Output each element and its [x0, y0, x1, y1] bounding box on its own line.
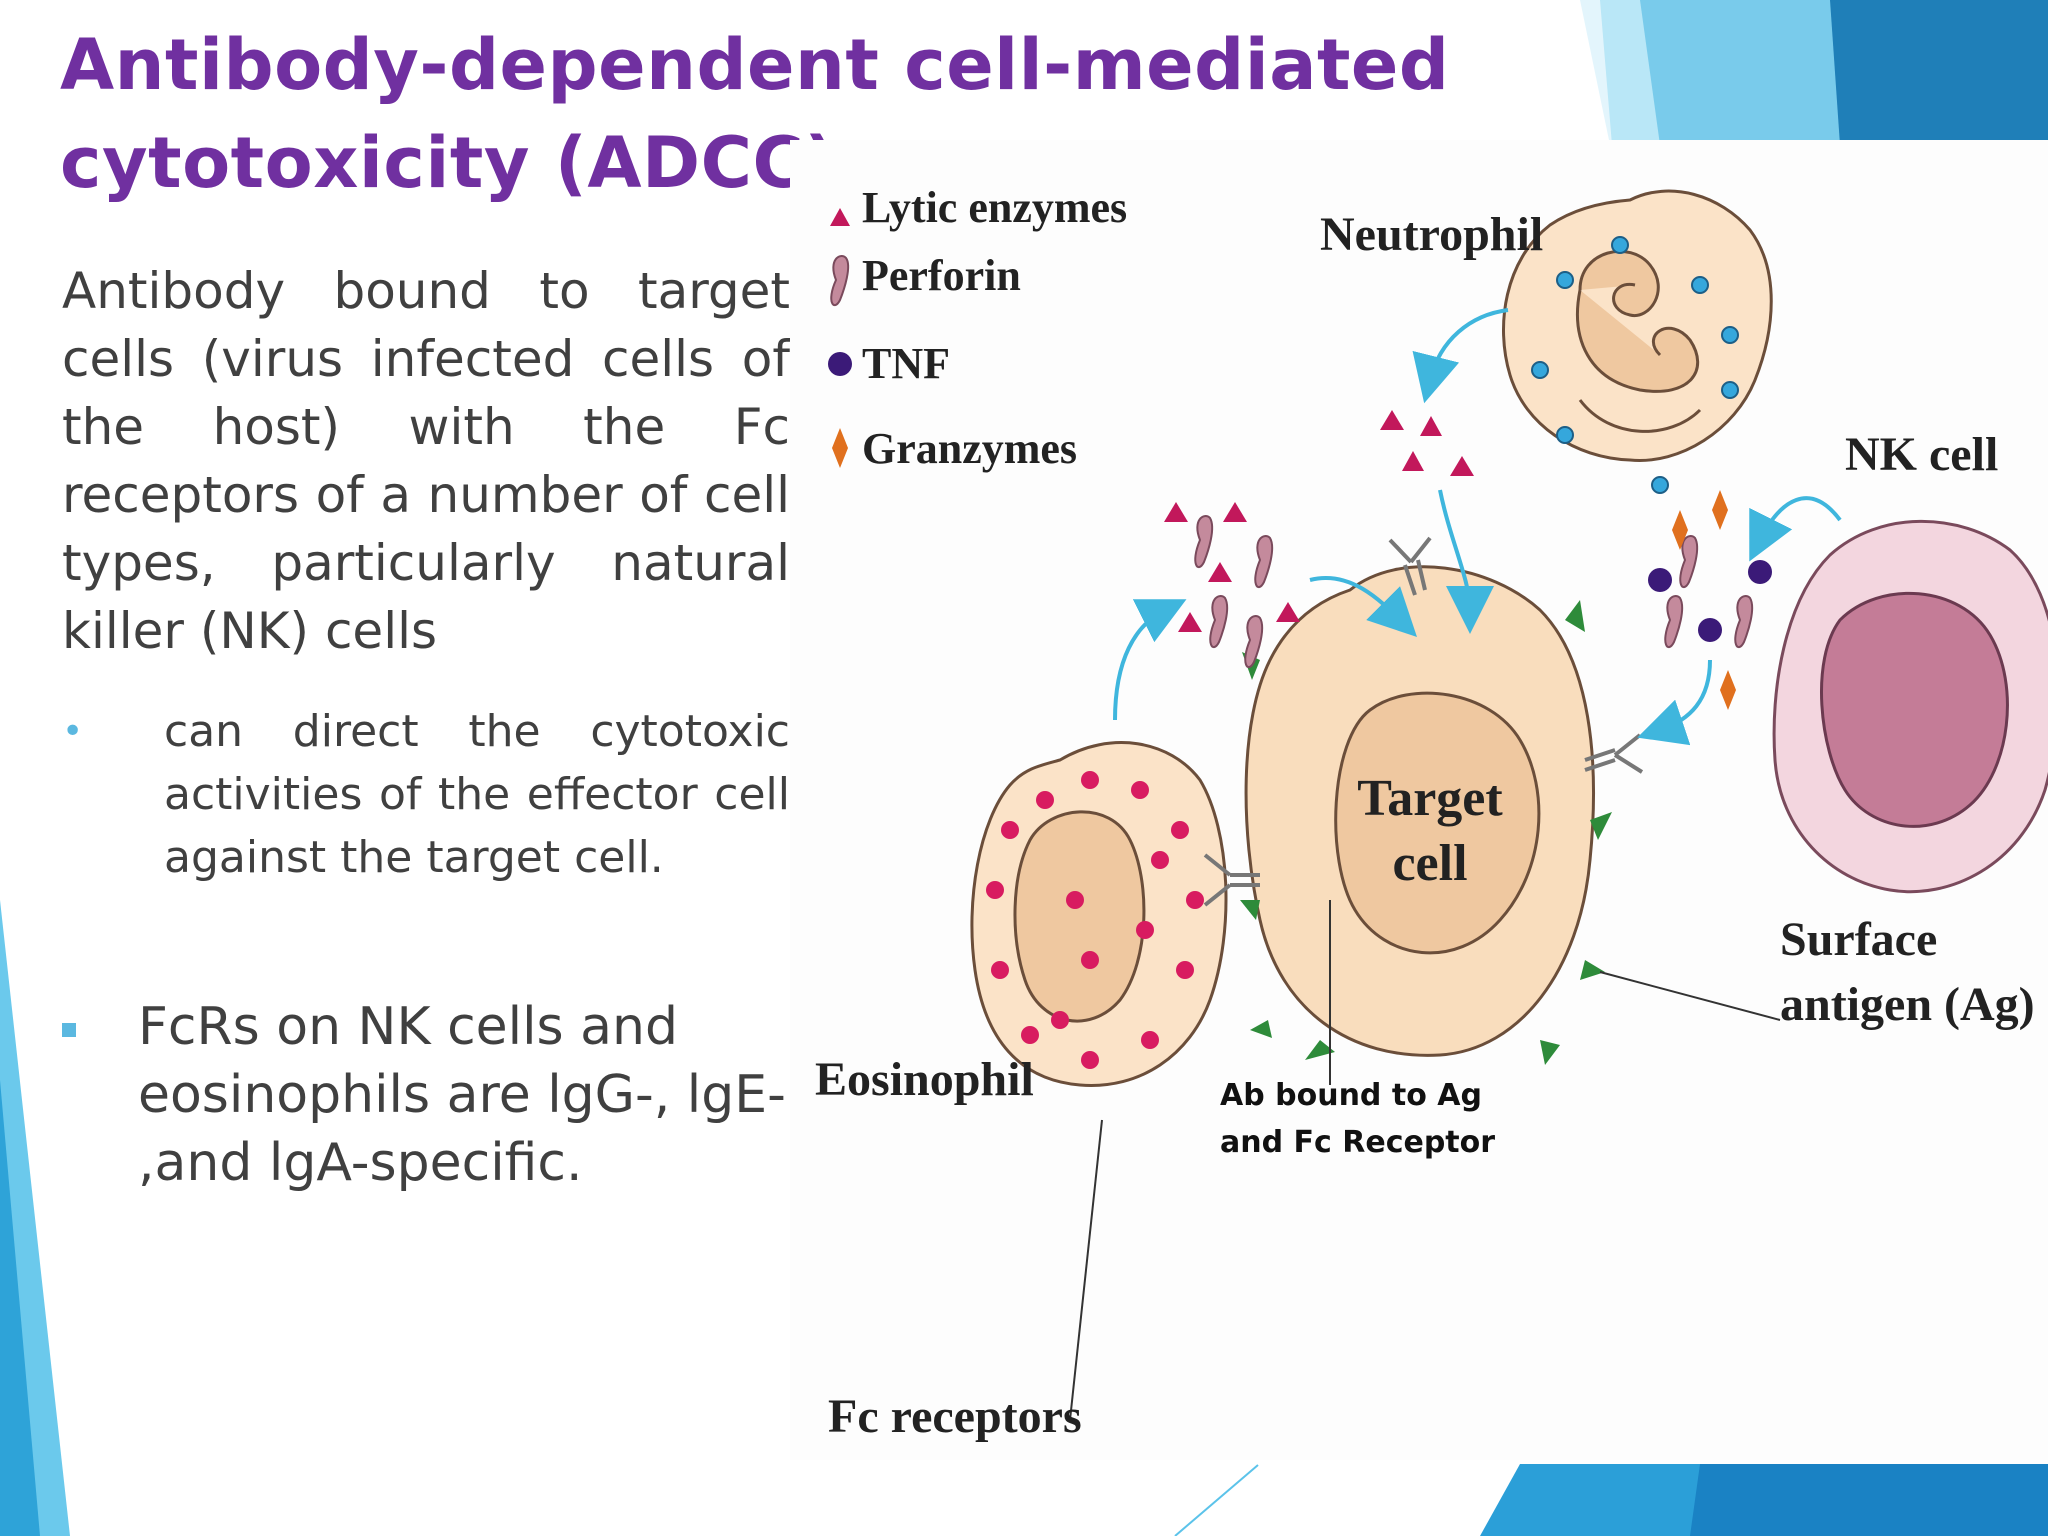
legend-lytic-enzymes: Lytic enzymes [862, 183, 1127, 232]
target-cell-label-2: cell [1392, 835, 1467, 892]
sub-bullet: • can direct the cytotoxic activities of… [62, 700, 790, 889]
legend-perforin: Perforin [862, 251, 1021, 300]
legend: Lytic enzymes Perforin TNF Granzymes [828, 183, 1127, 473]
main-bullet: FcRs on NK cells and eosinophils are lgG… [62, 993, 790, 1197]
surface-antigen-label-2: antigen (Ag) [1780, 978, 2035, 1031]
target-cell [1240, 565, 1612, 1065]
neutrophil-label: Neutrophil [1320, 208, 1543, 261]
neutrophil-cell [1501, 189, 1773, 494]
target-cell-label-1: Target [1357, 770, 1503, 827]
adcc-diagram: Lytic enzymes Perforin TNF Granzymes [790, 140, 2048, 1460]
legend-tnf: TNF [862, 339, 950, 388]
surface-antigen-label-1: Surface [1780, 913, 1937, 966]
nk-cell-label: NK cell [1845, 428, 1998, 481]
eosinophil-cell [970, 741, 1228, 1087]
triangle-icon [830, 208, 850, 226]
leader-lines [1069, 900, 1781, 1421]
antibodies [1203, 536, 1644, 907]
nk-cell [1772, 519, 2048, 894]
slide-title: Antibody-dependent cell-mediated cytotox… [60, 24, 1450, 204]
bullet-square-icon [62, 1023, 76, 1037]
bullet-dot-icon: • [62, 711, 84, 752]
perforin-icon [830, 255, 850, 307]
sub-bullet-text: can direct the cytotoxic activities of t… [164, 706, 790, 883]
diamond-icon [832, 428, 848, 468]
intro-paragraph: Antibody bound to target cells (virus in… [62, 262, 790, 660]
legend-granzymes: Granzymes [862, 424, 1077, 473]
eosinophil-label: Eosinophil [815, 1053, 1034, 1106]
ab-bound-label-2: and Fc Receptor [1220, 1125, 1495, 1160]
fc-receptors-label: Fc receptors [828, 1390, 1082, 1443]
dot-icon [828, 352, 852, 376]
ab-bound-label-1: Ab bound to Ag [1220, 1078, 1482, 1113]
arrows [1113, 308, 1842, 746]
main-bullet-text: FcRs on NK cells and eosinophils are lgG… [138, 997, 786, 1193]
